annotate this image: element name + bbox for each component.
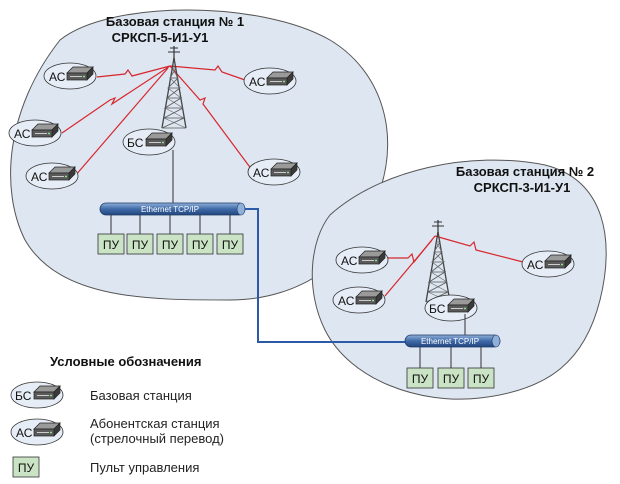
station2-bs: БС [424,294,478,322]
svg-text:АС: АС [249,75,266,89]
station2-pu-1: ПУ [406,367,434,389]
station1-as-4: АС [243,67,297,95]
bus-label: Ethernet TCP/IP [141,205,199,214]
station2-title: Базовая станция № 2 [456,164,594,179]
legend-item-bs: БС [10,381,64,409]
legend-as-text: Абонентская станция [90,416,220,431]
inter-station-link [245,208,410,343]
legend-title: Условные обозначения [50,354,201,369]
svg-text:АС: АС [16,426,33,440]
station1-as-5: АС [247,158,301,186]
station1-pu-2: ПУ [126,233,154,255]
bus-label: Ethernet TCP/IP [421,337,479,346]
legend: Условные обозначения БС Базовая станция … [10,354,224,478]
station1-bs: БС [122,128,176,156]
station2-pu-2: ПУ [437,367,465,389]
svg-text:ПУ: ПУ [192,238,209,252]
station1-pu-4: ПУ [186,233,214,255]
station1-model: СРКСП-5-И1-У1 [112,30,209,45]
station2-radio-links [384,235,524,297]
legend-item-as: АС [10,418,64,446]
station1-ethernet-bus: Ethernet TCP/IP [99,202,246,216]
svg-text:АС: АС [49,70,66,84]
station1-radio-links [61,64,253,177]
legend-pu-text: Пульт управления [90,460,199,475]
station2-pu-3: ПУ [467,367,495,389]
svg-text:АС: АС [341,254,358,268]
svg-text:ПУ: ПУ [103,238,120,252]
svg-text:АС: АС [527,258,544,272]
svg-text:ПУ: ПУ [222,238,239,252]
svg-text:ПУ: ПУ [443,372,460,386]
station1-as-2: АС [8,119,62,147]
legend-item-pu: ПУ [12,456,40,478]
svg-text:ПУ: ПУ [162,238,179,252]
station1-pu-1: ПУ [97,233,125,255]
station1-title: Базовая станция № 1 [106,14,244,29]
svg-text:АС: АС [253,166,270,180]
station2-ethernet-bus: Ethernet TCP/IP [404,334,501,348]
station2-zone [311,159,607,400]
station2-pu-wires [419,347,482,368]
svg-text:ПУ: ПУ [473,372,490,386]
svg-text:ПУ: ПУ [18,461,35,475]
legend-bs-text: Базовая станция [90,388,192,403]
station2-model: СРКСП-3-И1-У1 [474,180,571,195]
svg-text:БС: БС [429,302,446,316]
station1-pu-5: ПУ [216,233,244,255]
station1-pu-3: ПУ [156,233,184,255]
station1-as-1: АС [43,62,97,90]
station2-as-3: АС [521,250,575,278]
station1-pu-wires [110,215,231,234]
legend-as-text2: (стрелочный перевод) [90,431,224,446]
svg-text:АС: АС [338,294,355,308]
svg-text:ПУ: ПУ [132,238,149,252]
station2-as-2: АС [332,286,386,314]
svg-text:АС: АС [14,127,31,141]
svg-text:БС: БС [15,389,32,403]
svg-text:ПУ: ПУ [412,372,429,386]
bs-label: БС [127,136,144,150]
station2-as-1: АС [335,246,389,274]
station1-as-3: АС [25,162,79,190]
svg-text:АС: АС [31,170,48,184]
